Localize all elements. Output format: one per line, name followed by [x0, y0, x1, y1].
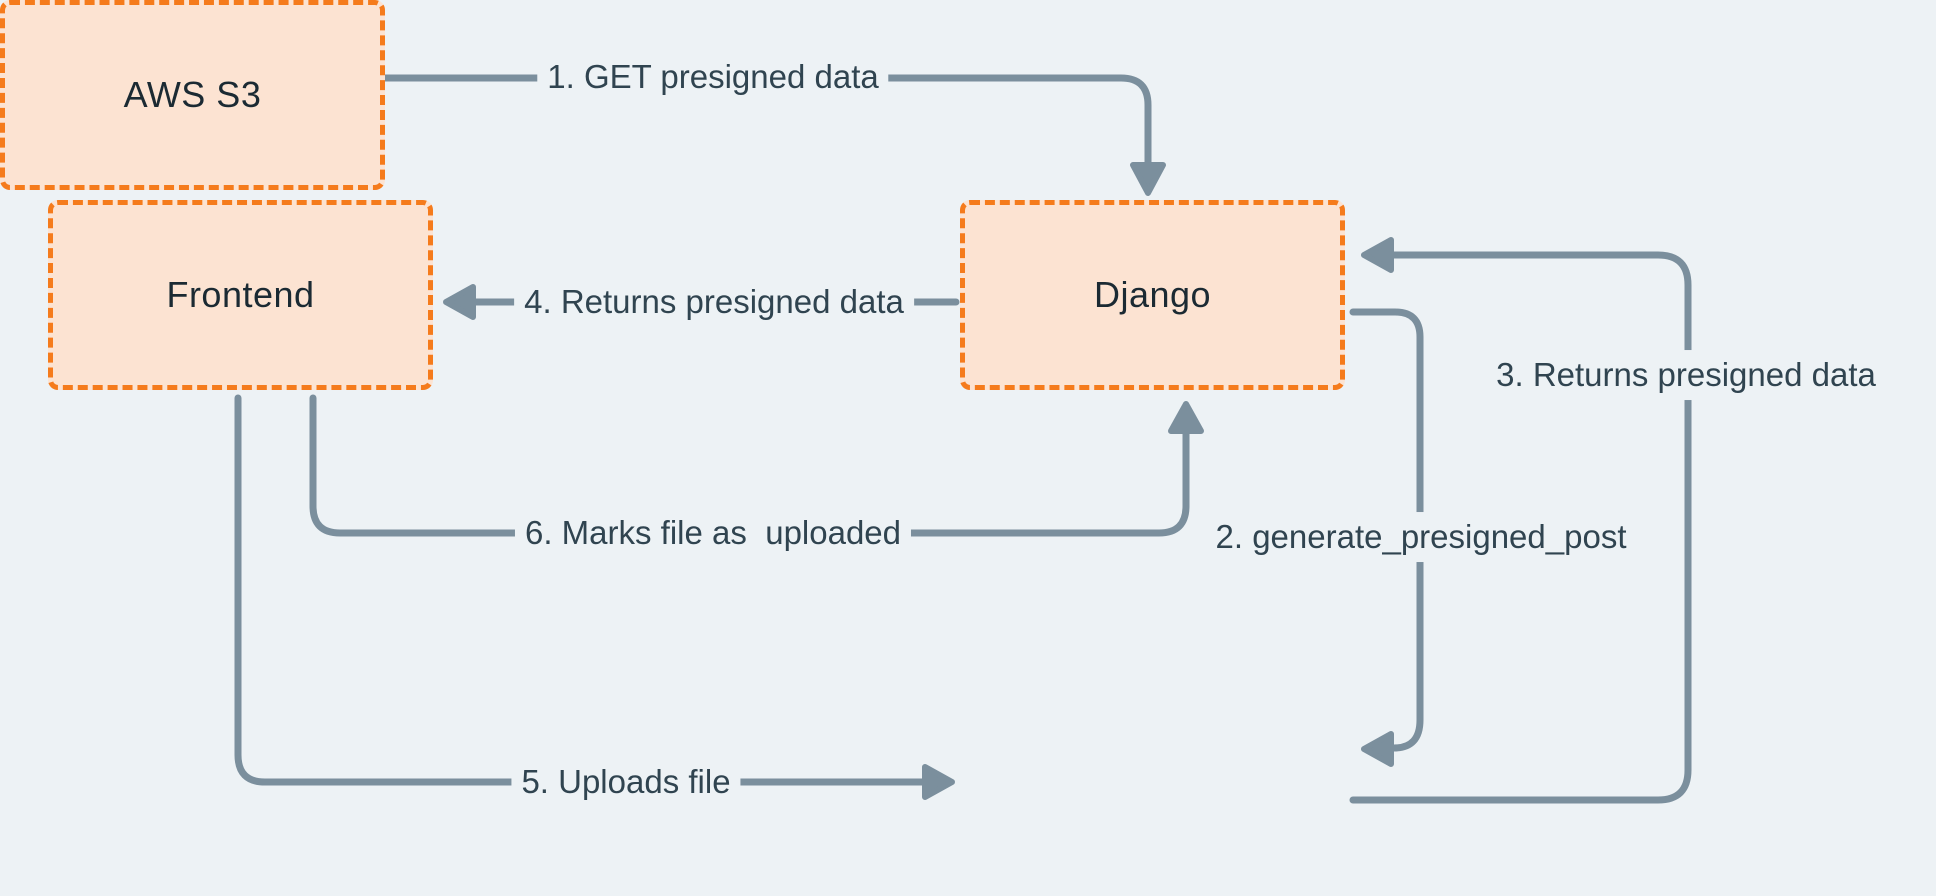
node-aws-s3: AWS S3: [0, 0, 385, 190]
edge-4-label: 4. Returns presigned data: [514, 277, 914, 327]
edge-6-arrowhead-up-icon: [1168, 401, 1204, 434]
node-django-label: Django: [1093, 274, 1212, 315]
edge-3-label: 3. Returns presigned data: [1486, 350, 1886, 400]
edge-3-arrowhead-left-icon: [1361, 237, 1394, 273]
node-frontend-label: Frontend: [166, 274, 315, 315]
edge-2-path: [1349, 308, 1424, 752]
node-django: Django: [960, 200, 1345, 390]
node-aws-s3-label: AWS S3: [123, 74, 262, 115]
edge-5-path: [234, 394, 928, 786]
edge-5-label: 5. Uploads file: [511, 757, 741, 807]
edge-2-label: 2. generate_presigned_post: [1205, 512, 1637, 562]
edge-6-label: 6. Marks file as uploaded: [514, 508, 912, 558]
edge-2-arrowhead-left-icon: [1361, 731, 1394, 767]
edge-5-arrowhead-right-icon: [922, 764, 955, 800]
edge-3-path: [1349, 251, 1692, 804]
edge-1-label: 1. GET presigned data: [537, 52, 889, 102]
edge-1-arrowhead-down-icon: [1130, 162, 1166, 196]
node-frontend: Frontend: [48, 200, 433, 390]
edge-4-arrowhead-left-icon: [443, 284, 476, 320]
